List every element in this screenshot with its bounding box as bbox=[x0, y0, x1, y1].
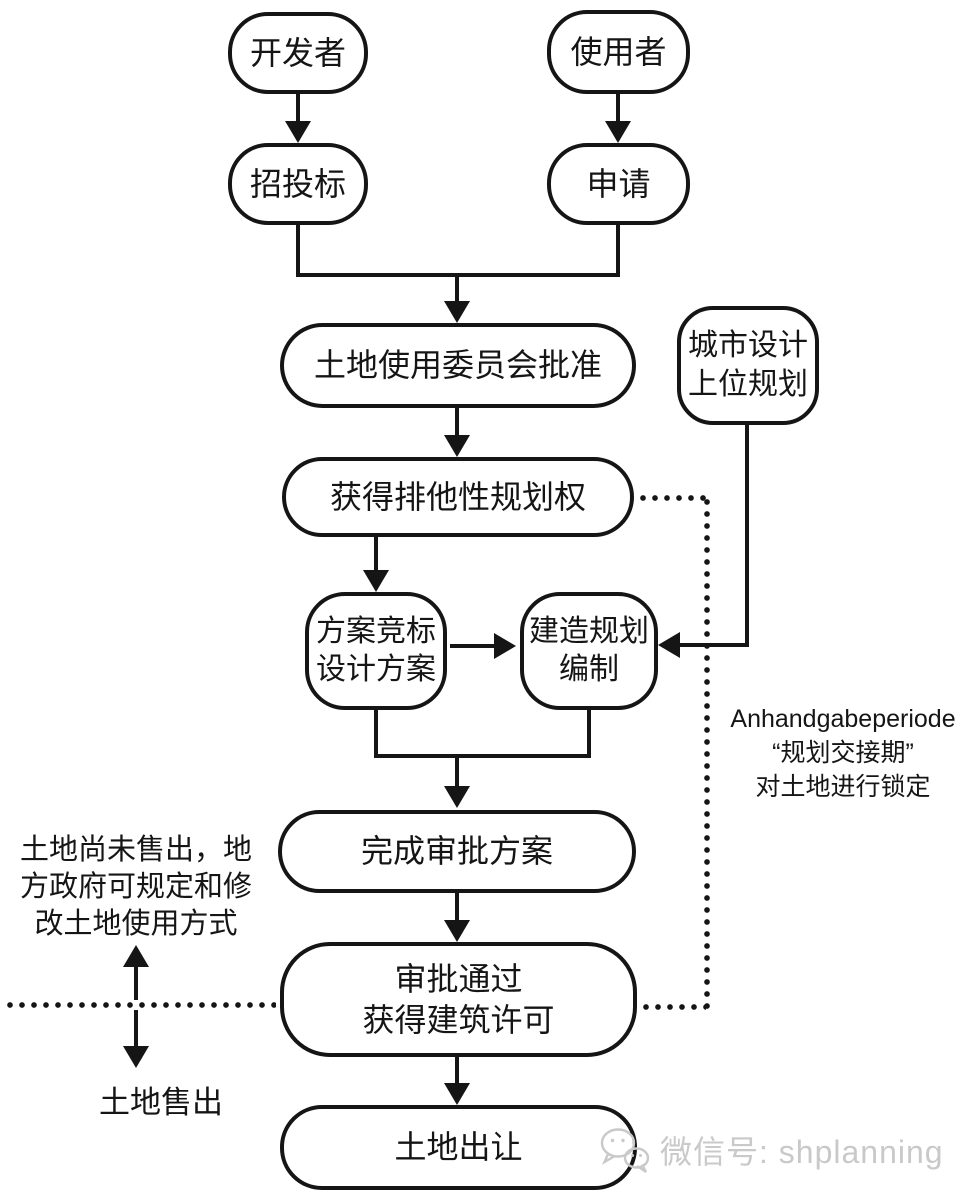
node-construction-plan: 建造规划 编制 bbox=[520, 592, 658, 710]
arrowhead-exclusive-scheme bbox=[363, 570, 389, 592]
node-land-transfer: 土地出让 bbox=[280, 1105, 637, 1190]
connector-urban-horizontal bbox=[676, 643, 747, 647]
watermark: 微信号: shplanning bbox=[598, 1124, 944, 1176]
note-anhandgabeperiode: Anhandgabeperiode “规划交接期” 对土地进行锁定 bbox=[730, 705, 956, 801]
connector-scheme-construction bbox=[450, 644, 496, 648]
dotted-line-lock-vertical bbox=[704, 496, 710, 1010]
connector-merge2-horizontal bbox=[374, 754, 591, 758]
arrowhead-merge2-complete bbox=[444, 786, 470, 808]
arrowhead-scheme-construction bbox=[494, 633, 516, 659]
node-urban-design: 城市设计 上位规划 bbox=[677, 306, 819, 425]
connector-before-sale bbox=[134, 963, 138, 1000]
node-committee: 土地使用委员会批准 bbox=[280, 323, 636, 408]
node-bidding: 招投标 bbox=[228, 143, 368, 225]
node-developer: 开发者 bbox=[228, 12, 368, 94]
dotted-line-sale-boundary bbox=[4, 1002, 276, 1008]
note-unsold-land: 土地尚未售出，地 方政府可规定和修 改土地使用方式 bbox=[19, 834, 252, 940]
connector-user-application bbox=[616, 94, 620, 123]
connector-scheme-merge bbox=[374, 710, 378, 758]
node-exclusive-right: 获得排他性规划权 bbox=[282, 457, 634, 537]
arrowhead-after-sale bbox=[123, 1046, 149, 1068]
node-complete-approval: 完成审批方案 bbox=[278, 810, 636, 893]
connector-after-sale bbox=[134, 1010, 138, 1048]
arrowhead-committee-exclusive bbox=[444, 435, 470, 457]
connector-merge2-complete bbox=[455, 756, 459, 788]
watermark-text: 微信号: shplanning bbox=[660, 1134, 944, 1170]
arrowhead-developer-bidding bbox=[285, 121, 311, 143]
arrowhead-urban-construction bbox=[658, 632, 680, 658]
wechat-icon bbox=[598, 1124, 652, 1176]
note-land-sold: 土地售出 bbox=[99, 1085, 223, 1120]
node-application: 申请 bbox=[547, 143, 690, 225]
node-approval-permit: 审批通过 获得建筑许可 bbox=[280, 942, 637, 1057]
connector-merge-committee bbox=[455, 275, 459, 303]
dotted-line-approval-right bbox=[640, 1004, 706, 1010]
connector-committee-exclusive bbox=[455, 408, 459, 437]
arrowhead-merge-committee bbox=[444, 301, 470, 323]
connector-bidding-merge bbox=[296, 225, 300, 275]
arrowhead-before-sale bbox=[123, 945, 149, 967]
arrowhead-user-application bbox=[605, 121, 631, 143]
dotted-line-exclusive-right bbox=[637, 495, 708, 501]
connector-urban-down bbox=[745, 425, 749, 647]
node-scheme-bid: 方案竞标 设计方案 bbox=[305, 592, 447, 710]
connector-construction-merge bbox=[587, 710, 591, 758]
node-user: 使用者 bbox=[547, 10, 690, 94]
arrowhead-approval-transfer bbox=[444, 1083, 470, 1105]
connector-exclusive-scheme bbox=[374, 535, 378, 572]
arrowhead-complete-approval bbox=[444, 920, 470, 942]
connector-developer-bidding bbox=[296, 94, 300, 123]
connector-application-merge bbox=[616, 225, 620, 275]
connector-complete-approval bbox=[455, 891, 459, 922]
connector-approval-transfer bbox=[455, 1055, 459, 1085]
